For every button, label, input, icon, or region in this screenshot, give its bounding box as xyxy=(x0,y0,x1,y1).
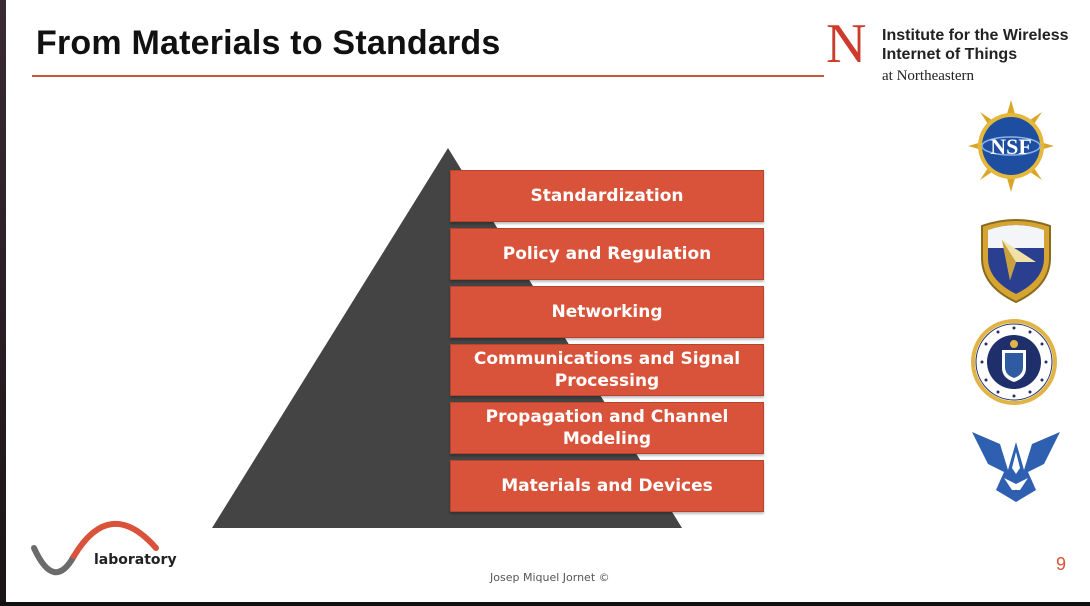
pyramid-layer-materials: Materials and Devices xyxy=(450,460,764,512)
pyramid-layer-networking: Networking xyxy=(450,286,764,338)
slide: From Materials to Standards N Institute … xyxy=(6,0,1090,602)
institute-name-line2: Internet of Things xyxy=(882,46,1018,63)
afrl-shield-icon xyxy=(981,219,1051,304)
air-force-wings-icon xyxy=(972,432,1060,502)
slide-page-number: 9 xyxy=(1056,554,1067,574)
window-bottom-edge xyxy=(0,602,1090,606)
pyramid-layer-policy: Policy and Regulation xyxy=(450,228,764,280)
slide-title: From Materials to Standards xyxy=(36,24,501,62)
window-edge xyxy=(0,0,6,606)
afosr-seal-icon xyxy=(971,319,1057,405)
laboratory-logo-text: laboratory xyxy=(94,552,177,568)
institute-name: Institute for the Wireless Internet of T… xyxy=(882,26,1090,64)
pyramid-layer-communications: Communications and Signal Processing xyxy=(450,344,764,396)
svg-text:N: N xyxy=(826,16,866,66)
svg-text:NSF: NSF xyxy=(990,134,1032,159)
institute-name-line1: Institute for the Wireless xyxy=(882,27,1069,44)
pyramid-layer-standardization: Standardization xyxy=(450,170,764,222)
northeastern-n-logo: N xyxy=(826,16,866,66)
title-underline xyxy=(32,75,824,77)
slide-footer-author: Josep Miquel Jornet © xyxy=(490,571,610,584)
nsf-seal-icon: NSF xyxy=(968,100,1054,192)
laboratory-wave-logo xyxy=(31,520,159,576)
pyramid-layer-propagation: Propagation and Channel Modeling xyxy=(450,402,764,454)
institute-subtitle: at Northeastern xyxy=(882,68,975,84)
